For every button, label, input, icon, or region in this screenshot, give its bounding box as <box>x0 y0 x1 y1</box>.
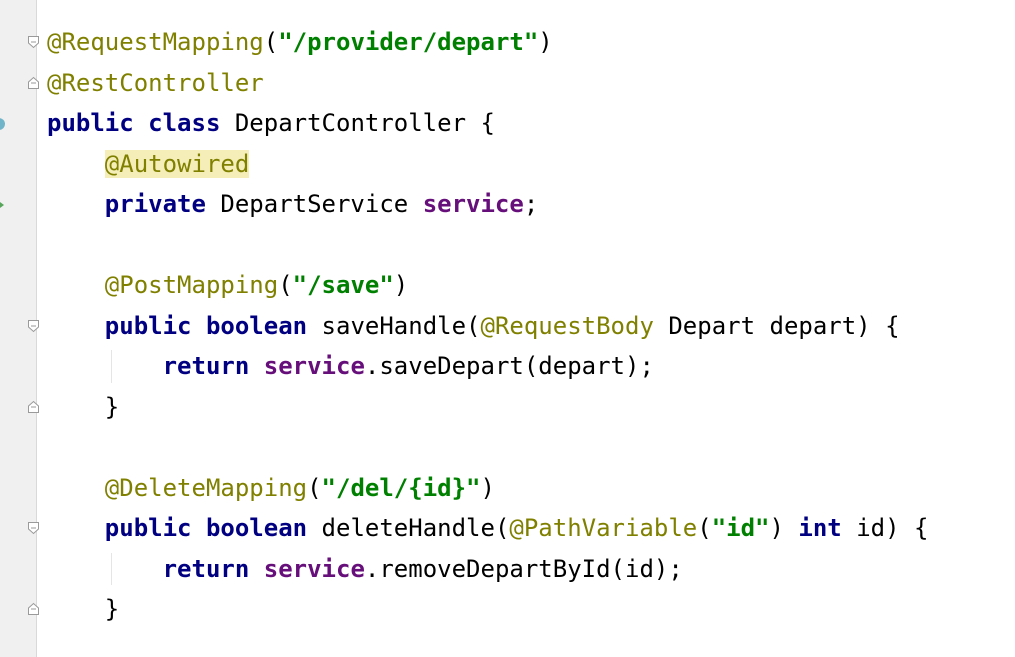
code-token: deleteHandle( <box>321 514 510 542</box>
navigate-icon[interactable] <box>0 197 6 211</box>
code-token: ( <box>278 271 293 299</box>
code-token: ( <box>697 514 712 542</box>
code-token: service <box>263 554 365 583</box>
code-token: @RestController <box>47 68 264 97</box>
code-token: return <box>162 352 264 380</box>
indent <box>47 144 105 185</box>
indent <box>47 306 105 347</box>
code-token: service <box>263 352 365 380</box>
code-token: ( <box>263 28 279 56</box>
code-token: ; <box>523 190 539 218</box>
code-line[interactable]: return service.saveDepart(depart); <box>47 346 1015 387</box>
indent <box>47 468 105 509</box>
code-token: saveHandle( <box>321 311 481 340</box>
code-line[interactable]: } <box>47 387 1015 428</box>
code-token: ) <box>538 28 553 56</box>
indent-guide <box>111 350 112 383</box>
code-token: ( <box>307 473 322 502</box>
code-token: ) <box>393 271 409 299</box>
code-token: @RequestMapping <box>47 28 264 56</box>
code-token: .saveDepart(depart); <box>364 352 654 380</box>
code-line[interactable]: private DepartService service; <box>47 184 1015 225</box>
fold-open-icon[interactable] <box>27 35 40 49</box>
code-line[interactable] <box>47 225 1015 266</box>
code-token: public class <box>47 109 235 137</box>
code-line[interactable]: @RequestMapping("/provider/depart") <box>47 22 1015 63</box>
code-token: @PathVariable <box>509 514 698 542</box>
code-token: id) { <box>856 514 929 542</box>
indent <box>47 346 163 387</box>
code-line[interactable]: public class DepartController { <box>47 103 1015 144</box>
fold-open-icon[interactable] <box>27 521 40 535</box>
spring-bean-icon[interactable] <box>0 116 6 130</box>
code-area[interactable]: @RequestMapping("/provider/depart")@Rest… <box>47 22 1015 630</box>
code-line[interactable]: return service.removeDepartById(id); <box>47 549 1015 590</box>
code-line[interactable]: public boolean deleteHandle(@PathVariabl… <box>47 508 1015 549</box>
code-line[interactable]: @DeleteMapping("/del/{id}") <box>47 468 1015 509</box>
code-token: DepartController { <box>234 109 495 137</box>
code-token: @DeleteMapping <box>104 473 308 502</box>
indent <box>47 265 105 306</box>
code-token: "/provider/depart" <box>278 28 539 56</box>
code-token: return <box>162 554 264 583</box>
fold-end-icon[interactable] <box>27 602 40 616</box>
code-token: "id" <box>711 514 770 542</box>
code-token: } <box>104 595 120 623</box>
indent <box>47 387 105 428</box>
code-token: Depart depart) { <box>668 311 900 340</box>
code-token: ) <box>769 514 799 542</box>
code-token: .removeDepartById(id); <box>364 554 683 583</box>
indent <box>47 184 105 225</box>
code-token: DepartService <box>220 190 423 218</box>
code-token: service <box>422 190 524 218</box>
code-line[interactable]: @PostMapping("/save") <box>47 265 1015 306</box>
indent <box>47 549 163 590</box>
fold-end-icon[interactable] <box>27 400 40 414</box>
code-token: @Autowired <box>104 149 250 178</box>
code-token: int <box>798 514 857 542</box>
code-token: } <box>104 392 120 421</box>
indent <box>47 589 105 630</box>
code-token: @PostMapping <box>104 271 279 299</box>
code-token: "/del/{id}" <box>321 473 481 502</box>
fold-end-icon[interactable] <box>27 76 40 90</box>
code-line[interactable] <box>47 427 1015 468</box>
indent-guide <box>111 552 112 585</box>
code-token: private <box>104 190 221 218</box>
code-token: ) <box>480 473 495 502</box>
code-line[interactable]: @RestController <box>47 63 1015 104</box>
code-token: "/save" <box>292 271 394 299</box>
code-token: @RequestBody <box>480 311 669 340</box>
code-line[interactable]: public boolean saveHandle(@RequestBody D… <box>47 306 1015 347</box>
code-token: public boolean <box>104 311 322 340</box>
code-token: public boolean <box>104 514 322 542</box>
code-line[interactable]: } <box>47 589 1015 630</box>
indent <box>47 508 105 549</box>
fold-open-icon[interactable] <box>27 319 40 333</box>
code-line[interactable]: @Autowired <box>47 144 1015 185</box>
